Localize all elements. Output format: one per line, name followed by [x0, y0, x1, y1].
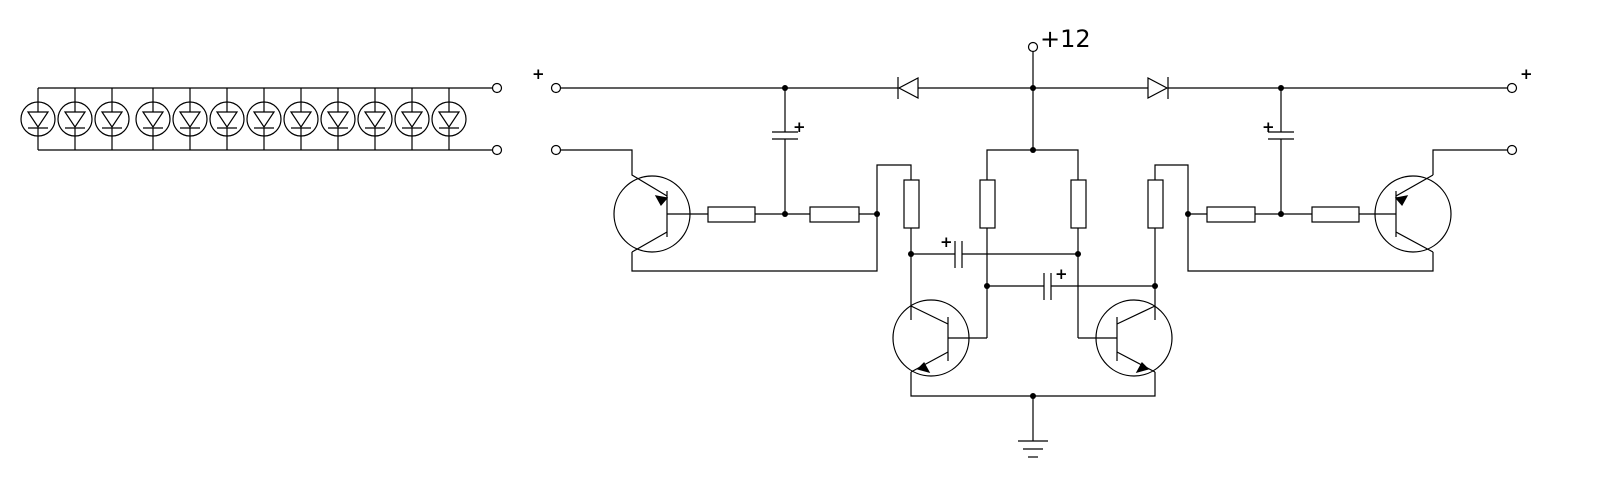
right-emitter-wire [1187, 214, 1434, 272]
led-11 [394, 88, 430, 150]
led-6 [209, 88, 245, 150]
led-9 [320, 88, 356, 150]
led-5 [172, 88, 208, 150]
capacitor-left-plus: + [793, 118, 806, 136]
resistor-right-base-1 [1206, 206, 1256, 223]
transistor-multivibrator-right [1095, 299, 1173, 377]
output-terminal-top[interactable] [1506, 82, 1518, 94]
transistor-left-output [613, 175, 708, 253]
led-10 [357, 88, 393, 150]
left-drive-wire [876, 164, 912, 214]
led-3 [94, 88, 130, 150]
diode-left [897, 77, 919, 99]
led-1 [20, 88, 56, 150]
resistor-left-base-2 [809, 206, 860, 223]
led-2 [57, 88, 93, 150]
resistor-right-base-2 [1311, 206, 1360, 223]
led-4 [135, 88, 171, 150]
capacitor-right-plus: + [1262, 118, 1275, 136]
center-bus [986, 149, 1079, 180]
left-emitter-wire [631, 214, 878, 272]
input-plus-label: + [532, 65, 545, 83]
transistor-right-output [1374, 174, 1452, 253]
resistor-collector-right [1147, 179, 1164, 229]
led-7 [246, 88, 282, 150]
resistor-left-base-1 [707, 206, 756, 223]
input-terminal-top[interactable] [550, 82, 562, 94]
capacitor-coupling-1-plus: + [940, 233, 953, 251]
led-strip-terminal-top[interactable] [491, 82, 503, 94]
ground-symbol [1018, 440, 1048, 458]
supply-label: +12 [1040, 25, 1091, 53]
right-output-wire [1432, 149, 1507, 175]
left-input-wire [561, 149, 668, 197]
led-strip [20, 82, 503, 156]
capacitor-coupling-2 [1043, 273, 1052, 300]
led-strip-terminal-bottom[interactable] [491, 144, 503, 156]
ground-bus [910, 372, 1156, 397]
transistor-multivibrator-left [892, 299, 970, 377]
flasher-circuit: + + +12 + [532, 25, 1533, 458]
supply-terminal[interactable] [1027, 41, 1039, 53]
output-plus-label: + [1520, 65, 1533, 83]
input-terminal-bottom[interactable] [550, 144, 562, 156]
output-terminal-bottom[interactable] [1506, 144, 1518, 156]
led-array [20, 88, 467, 150]
led-12 [431, 88, 467, 150]
capacitor-coupling-1 [954, 241, 963, 268]
resistor-base-right [1070, 179, 1087, 229]
right-drive-wire [1154, 164, 1189, 214]
resistor-base-left [979, 179, 996, 229]
junctions [782, 85, 1284, 399]
resistor-collector-left [903, 179, 920, 229]
capacitor-coupling-2-plus: + [1055, 265, 1068, 283]
led-8 [283, 88, 319, 150]
diode-right [1147, 77, 1169, 99]
